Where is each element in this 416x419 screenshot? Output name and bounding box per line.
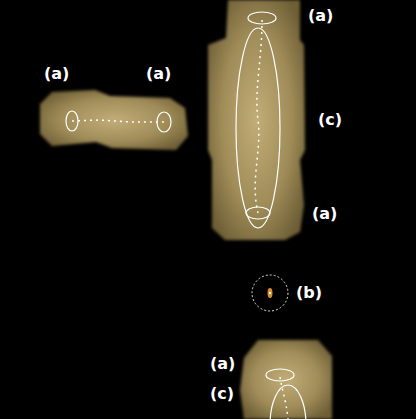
shape-vertical <box>208 0 305 240</box>
callout-label: (a) <box>210 356 235 372</box>
shape-bottom <box>240 340 332 419</box>
callout-label: (a) <box>308 8 333 24</box>
callout-label: (a) <box>44 66 69 82</box>
callout-label: (c) <box>318 112 342 128</box>
shape-point <box>252 275 288 311</box>
callout-label: (b) <box>296 285 322 301</box>
callout-label: (a) <box>146 66 171 82</box>
callout-label: (c) <box>210 386 234 402</box>
shape-horizontal <box>40 90 188 150</box>
callout-label: (a) <box>312 206 337 222</box>
